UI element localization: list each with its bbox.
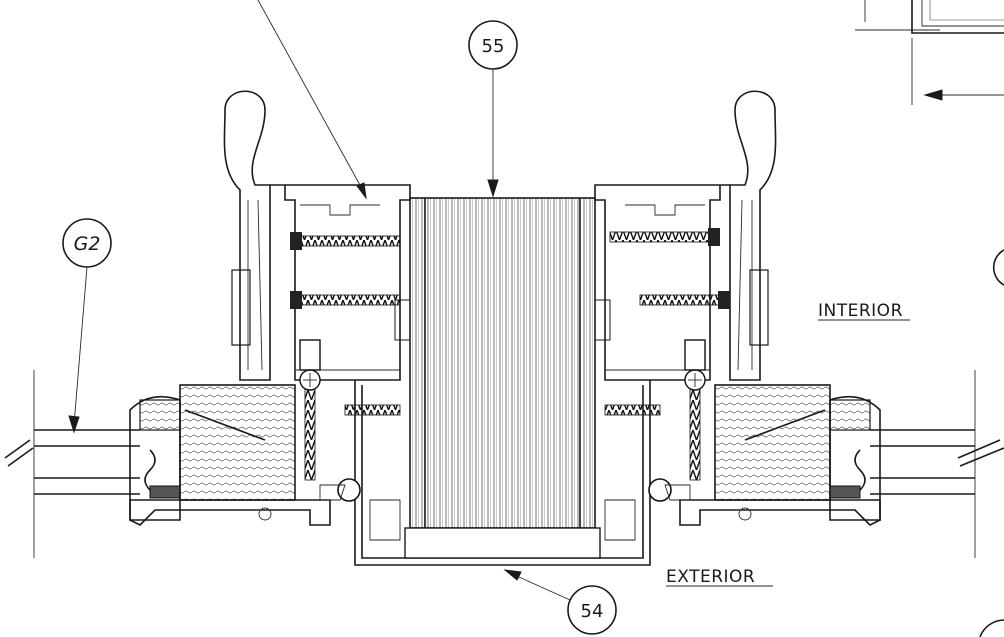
interior-label: INTERIOR bbox=[818, 301, 903, 321]
detail-frame-corner bbox=[855, 0, 1004, 105]
wood-sash-right bbox=[679, 384, 881, 526]
callout-g2-label: G2 bbox=[74, 233, 101, 255]
callout-54: 54 bbox=[503, 569, 617, 635]
screws-left bbox=[290, 232, 401, 481]
callout-55: 55 bbox=[468, 20, 518, 198]
screws-right bbox=[604, 228, 730, 481]
glazing-unit-left bbox=[4, 370, 181, 558]
callout-g2: G2 bbox=[62, 218, 112, 434]
exterior-label: EXTERIOR bbox=[666, 567, 755, 587]
exterior-aluminium-cap bbox=[319, 380, 691, 566]
callout-55-label: 55 bbox=[482, 36, 505, 57]
glazing-unit-right bbox=[829, 370, 1004, 558]
frame-profile-right bbox=[594, 184, 730, 381]
frame-profile-left bbox=[270, 184, 411, 381]
handle-right bbox=[729, 90, 777, 381]
leader-line-top bbox=[257, 0, 367, 197]
callout-54-label: 54 bbox=[581, 601, 604, 622]
wood-sash-left bbox=[129, 384, 331, 526]
central-mullion bbox=[409, 197, 596, 529]
handle-left bbox=[223, 90, 271, 381]
